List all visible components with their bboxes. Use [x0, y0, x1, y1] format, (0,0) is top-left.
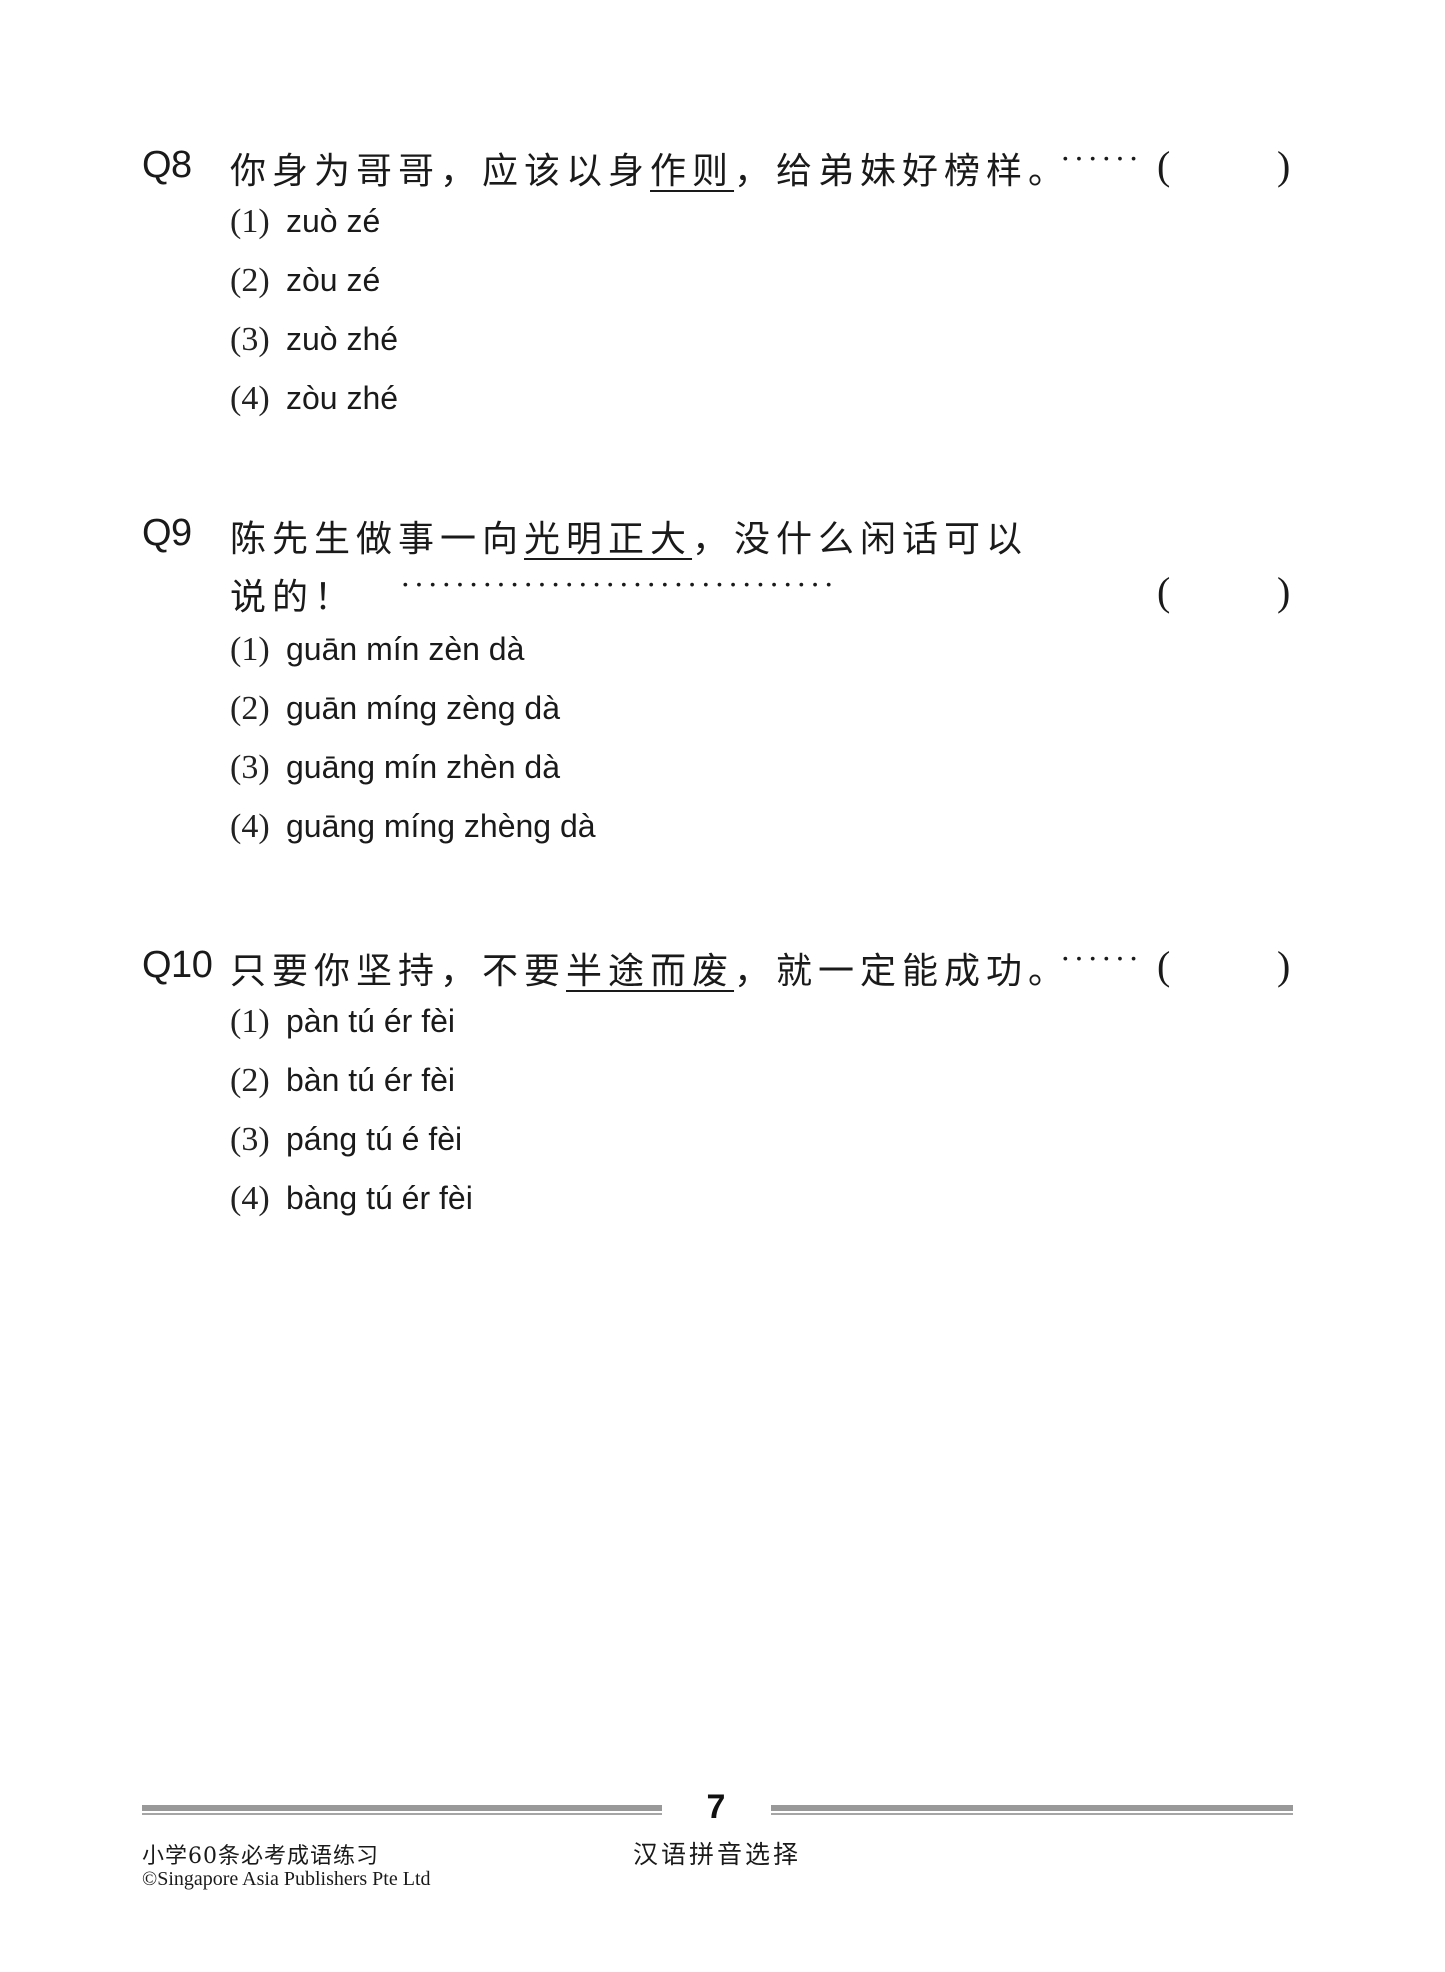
question-stem-line: Q8 你身为哥哥，应该以身作则，给弟妹好榜样。 ······ ( ): [142, 140, 1302, 200]
footer-copyright: ©Singapore Asia Publishers Pte Ltd: [142, 1868, 431, 1890]
option-3[interactable]: (3) guāng mín zhèn dà: [230, 738, 596, 797]
option-number: (1): [230, 630, 270, 668]
option-pinyin: bàng tú ér fèi: [286, 1180, 473, 1216]
option-number: (3): [230, 748, 270, 786]
option-number: (2): [230, 1061, 270, 1099]
stem-text-before: 你身为哥哥，应该以身: [230, 151, 651, 192]
question-stem: 只要你坚持，不要半途而废，就一定能成功。: [230, 942, 1070, 994]
option-number: (4): [230, 379, 270, 417]
option-1[interactable]: (1) zuò zé: [230, 192, 398, 251]
footer-rule-left: [142, 1805, 662, 1816]
option-pinyin: bàn tú ér fèi: [286, 1062, 455, 1098]
question-stem-line: Q9 陈先生做事一向光明正大，没什么闲话可以: [142, 508, 1302, 568]
stem-text-after: ，给弟妹好榜样。: [734, 151, 1071, 192]
option-number: (1): [230, 202, 270, 240]
option-pinyin: guān mín zèn dà: [286, 631, 525, 667]
option-4[interactable]: (4) guāng míng zhèng dà: [230, 797, 596, 856]
question-stem-continued: 说的！: [230, 577, 357, 618]
option-number: (4): [230, 807, 270, 845]
option-4[interactable]: (4) bàng tú ér fèi: [230, 1169, 473, 1228]
question-q9: Q9 陈先生做事一向光明正大，没什么闲话可以 说的！ ·············…: [142, 508, 1302, 845]
footer-section-title: 汉语拼音选择: [633, 1840, 802, 1869]
option-number: (2): [230, 689, 270, 727]
idiom-underlined: 光明正大: [524, 519, 693, 560]
rule-thick-band: [142, 1805, 662, 1811]
answer-blank-open-paren[interactable]: (: [1157, 143, 1171, 188]
option-1[interactable]: (1) guān mín zèn dà: [230, 620, 596, 679]
option-2[interactable]: (2) bàn tú ér fèi: [230, 1051, 473, 1110]
option-2[interactable]: (2) guān míng zèng dà: [230, 679, 596, 738]
dot-leader: ································: [400, 566, 837, 602]
answer-options: (1) zuò zé (2) zòu zé (3) zuò zhé (4) zòu zh…: [230, 192, 398, 428]
stem-text-before: 陈先生做事一向: [230, 519, 525, 560]
option-pinyin: zuò zhé: [286, 321, 399, 357]
option-2[interactable]: (2) zòu zé: [230, 251, 398, 310]
rule-thin-line: [142, 1813, 662, 1815]
option-number: (2): [230, 261, 270, 299]
question-q10: Q10 只要你坚持，不要半途而废，就一定能成功。 ······ ( ) (1) p…: [142, 940, 1302, 1217]
rule-thick-band: [771, 1805, 1293, 1811]
question-number: Q8: [142, 144, 192, 186]
question-q8: Q8 你身为哥哥，应该以身作则，给弟妹好榜样。 ······ ( ) (1) zu…: [142, 140, 1302, 417]
option-4[interactable]: (4) zòu zhé: [230, 369, 398, 428]
question-number: Q10: [142, 944, 213, 986]
footer-rule-right: [771, 1805, 1293, 1816]
rule-thin-line: [771, 1813, 1293, 1815]
option-pinyin: guāng míng zhèng dà: [286, 808, 596, 844]
answer-options: (1)guān mín zèn dà (2)guān míng zèng dà …: [230, 620, 596, 856]
answer-blank-open-paren[interactable]: (: [1157, 569, 1171, 614]
stem-text-before: 只要你坚持，不要: [230, 951, 567, 992]
question-stem: 陈先生做事一向光明正大，没什么闲话可以: [230, 510, 1028, 562]
answer-options: (1) pàn tú ér fèi (2) bàn tú ér fèi (3) pán…: [230, 992, 473, 1228]
option-pinyin: zuò zé: [286, 203, 381, 239]
option-number: (4): [230, 1179, 270, 1217]
dot-leader: ······: [1060, 140, 1142, 176]
footer-book-title: 小学60条必考成语练习: [142, 1844, 379, 1869]
idiom-underlined: 半途而废: [566, 951, 735, 992]
question-number: Q9: [142, 512, 192, 554]
option-1[interactable]: (1) pàn tú ér fèi: [230, 992, 473, 1051]
question-stem: 你身为哥哥，应该以身作则，给弟妹好榜样。: [230, 142, 1070, 194]
stem-text-after: ，就一定能成功。: [734, 951, 1071, 992]
option-number: (3): [230, 320, 270, 358]
page-number: 7: [706, 1788, 726, 1826]
stem-text-after: ，没什么闲话可以: [692, 519, 1029, 560]
option-3[interactable]: (3) zuò zhé: [230, 310, 398, 369]
option-pinyin: guān míng zèng dà: [286, 690, 560, 726]
option-pinyin: pàn tú ér fèi: [286, 1003, 455, 1039]
question-stem-line-2: 说的！ ································ ( ): [142, 566, 1302, 626]
answer-blank-close-paren[interactable]: ): [1277, 943, 1291, 988]
option-pinyin: guāng mín zhèn dà: [286, 749, 560, 785]
option-number: (3): [230, 1120, 270, 1158]
question-stem-line: Q10 只要你坚持，不要半途而废，就一定能成功。 ······ ( ): [142, 940, 1302, 1000]
idiom-underlined: 作则: [650, 151, 735, 192]
option-pinyin: zòu zhé: [286, 380, 399, 416]
option-3[interactable]: (3) páng tú é fèi: [230, 1110, 473, 1169]
option-number: (1): [230, 1002, 270, 1040]
option-pinyin: zòu zé: [286, 262, 381, 298]
answer-blank-open-paren[interactable]: (: [1157, 943, 1171, 988]
answer-blank-close-paren[interactable]: ): [1277, 569, 1291, 614]
option-pinyin: páng tú é fèi: [286, 1121, 463, 1157]
answer-blank-close-paren[interactable]: ): [1277, 143, 1291, 188]
dot-leader: ······: [1060, 940, 1142, 976]
